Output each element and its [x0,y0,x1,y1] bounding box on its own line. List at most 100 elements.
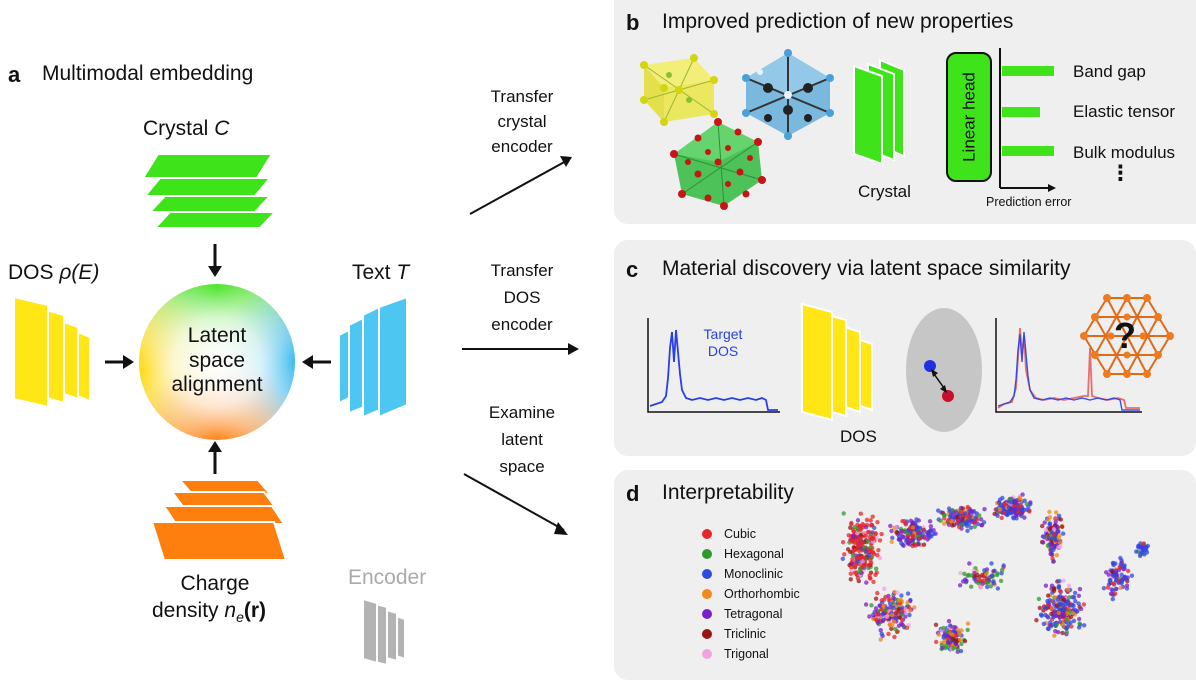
embedding-point [899,593,904,598]
embedding-point [875,520,880,525]
embedding-point [1067,595,1072,600]
embedding-point [891,595,896,601]
embedding-point [895,590,900,595]
embedding-point [972,520,977,525]
dos-label: DOS ρ(E) [8,262,99,283]
embedding-point [958,648,964,654]
embedding-point [873,531,878,536]
legend-label: Tetragonal [724,607,783,621]
panel-c-dos-encoder-icon [801,302,873,422]
embedding-point [872,525,877,530]
embedding-point [878,628,883,633]
embedding-point [855,530,860,536]
latent-similarity-ellipse [906,308,982,432]
crystal-structure-blue-icon [742,49,834,140]
embedding-point [902,625,907,630]
embedding-point [1006,505,1012,510]
embedding-point [1057,602,1062,607]
embedding-point [1069,624,1074,629]
legend-label: Orthorhombic [724,587,800,601]
target-dos-line2: DOS [707,343,739,359]
embedding-point [1051,559,1056,564]
embedding-point [878,637,883,642]
embedding-point [906,540,911,545]
embedding-point [931,528,936,533]
embedding-point [879,631,884,636]
embedding-point [874,617,879,623]
embedding-point [869,603,874,608]
embedding-point [925,537,930,542]
embedding-point [912,605,917,610]
embedding-point [867,563,872,568]
embedding-point [1049,611,1054,617]
embedding-point [1054,622,1059,627]
embedding-point [1119,560,1125,565]
embedding-point [868,558,873,563]
embedding-point [903,607,908,612]
embedding-point [969,573,974,578]
embedding-point [880,618,886,624]
embedding-point [1101,586,1107,591]
embedding-point [967,561,972,566]
embedding-point [1019,513,1024,519]
embedding-point [1007,496,1013,502]
embedding-point [889,539,894,544]
embedding-point [863,562,868,568]
embedding-point [864,517,870,523]
embedding-point [902,528,908,533]
embedding-point [975,521,981,527]
embedding-point [874,566,879,571]
embedding-point [1061,578,1066,583]
embedding-point [1110,588,1116,593]
embedding-point [899,621,904,626]
arrow-up-icon [208,441,222,474]
embedding-point [863,602,869,607]
embedding-point [969,508,974,514]
panel-c-letter: c [626,257,639,282]
embedding-point [1047,521,1053,526]
embedding-point [886,593,891,599]
legend-swatch [702,649,712,659]
embedding-point [942,521,947,526]
embedding-point [1122,563,1127,568]
embedding-point [975,517,980,522]
embedding-point [914,517,919,522]
embedding-point [851,534,857,539]
target-dos-plot [647,318,780,413]
embedding-point [965,627,970,633]
embedding-point [894,524,899,530]
embedding-point [924,530,930,535]
embedding-point [972,576,977,582]
embedding-point [1049,530,1054,535]
embedding-point [1062,597,1067,602]
embedding-point [1121,567,1126,572]
charge-line2: density ne(r) [152,600,266,624]
embedding-point [1145,543,1151,549]
embedding-point [848,577,853,582]
embedding-point [1043,527,1048,533]
embedding-point [883,608,888,613]
embedding-point [968,525,974,530]
charge-line1: Charge [180,572,250,595]
embedding-point [1053,613,1058,618]
embedding-point [858,511,863,516]
embedding-point [873,606,879,611]
embedding-point [945,640,951,645]
embedding-point [1114,586,1119,592]
embedding-point [1058,517,1063,522]
embedding-point [943,645,948,651]
legend-swatch [702,609,712,619]
embedding-point [1052,536,1057,541]
embedding-point [911,534,916,539]
transfer-crystal-line3: encoder [491,137,553,156]
embedding-point [896,607,902,612]
embedding-point [958,570,963,576]
embedding-point [1068,614,1074,620]
embedding-point [1053,519,1058,524]
embedding-point [989,561,994,566]
embedding-point [951,522,957,527]
panel-d-title: Interpretability [662,481,794,504]
embedding-point [879,607,884,612]
encoder-legend-label: Encoder [348,566,427,589]
legend-label: Hexagonal [724,547,784,561]
